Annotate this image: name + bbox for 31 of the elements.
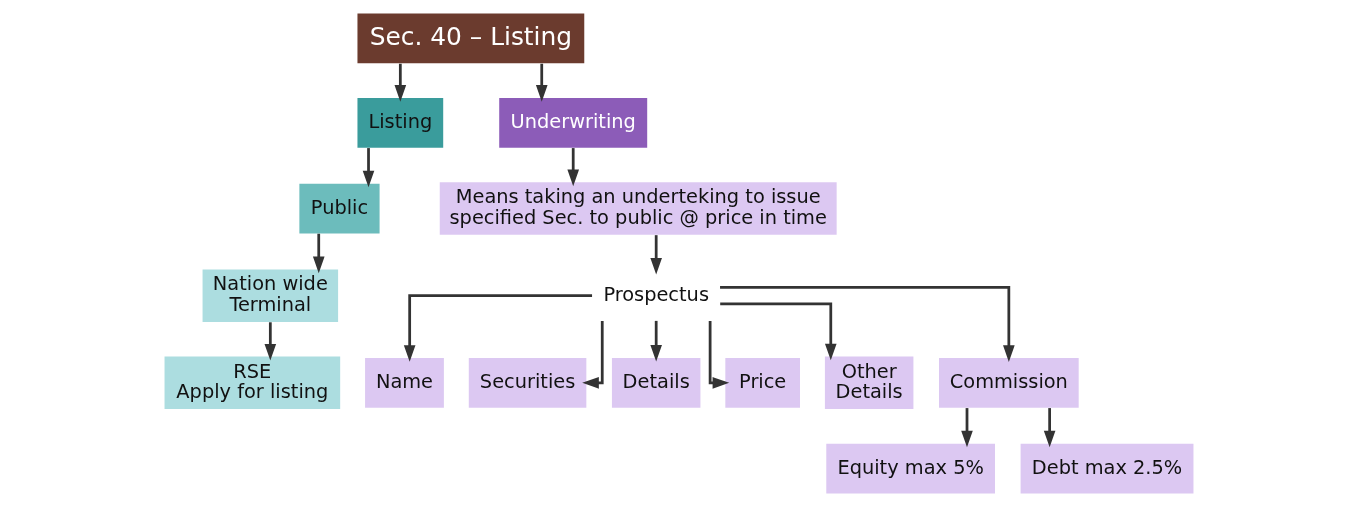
arrow (362, 148, 375, 188)
arrow (394, 63, 407, 102)
node-box: Public (299, 183, 380, 234)
arrow (264, 322, 277, 361)
node-box: Means taking an underteking to issue specified Sec. to public @ price in time (439, 182, 837, 235)
arrow (312, 233, 325, 274)
arrow (582, 320, 604, 389)
node-box: Securities (468, 357, 587, 408)
arrow (650, 320, 662, 362)
node-box: RSE Apply for listing (164, 356, 341, 410)
arrow (650, 235, 662, 275)
node-box: Price (725, 357, 800, 408)
node-box: Commission (939, 357, 1079, 408)
node-box: Nation wide Terminal (202, 269, 339, 322)
node-box: Other Details (824, 356, 914, 410)
arrow (567, 148, 580, 187)
node-box: Debt max 2.5% (1020, 443, 1194, 494)
node-box: Details (611, 357, 701, 408)
arrow (720, 302, 837, 361)
node-box: Sec. 40 – Listing (357, 13, 585, 64)
arrow (403, 294, 593, 362)
arrow (720, 286, 1015, 362)
node-box: Name (365, 357, 444, 408)
node-box: Equity max 5% (826, 443, 995, 494)
arrow (535, 63, 548, 102)
arrow (708, 320, 730, 389)
arrow (1043, 408, 1056, 448)
arrow (961, 408, 973, 448)
node-text: Prospectus (603, 282, 709, 306)
node-box: Underwriting (499, 97, 648, 148)
node-box: Listing (357, 97, 444, 148)
